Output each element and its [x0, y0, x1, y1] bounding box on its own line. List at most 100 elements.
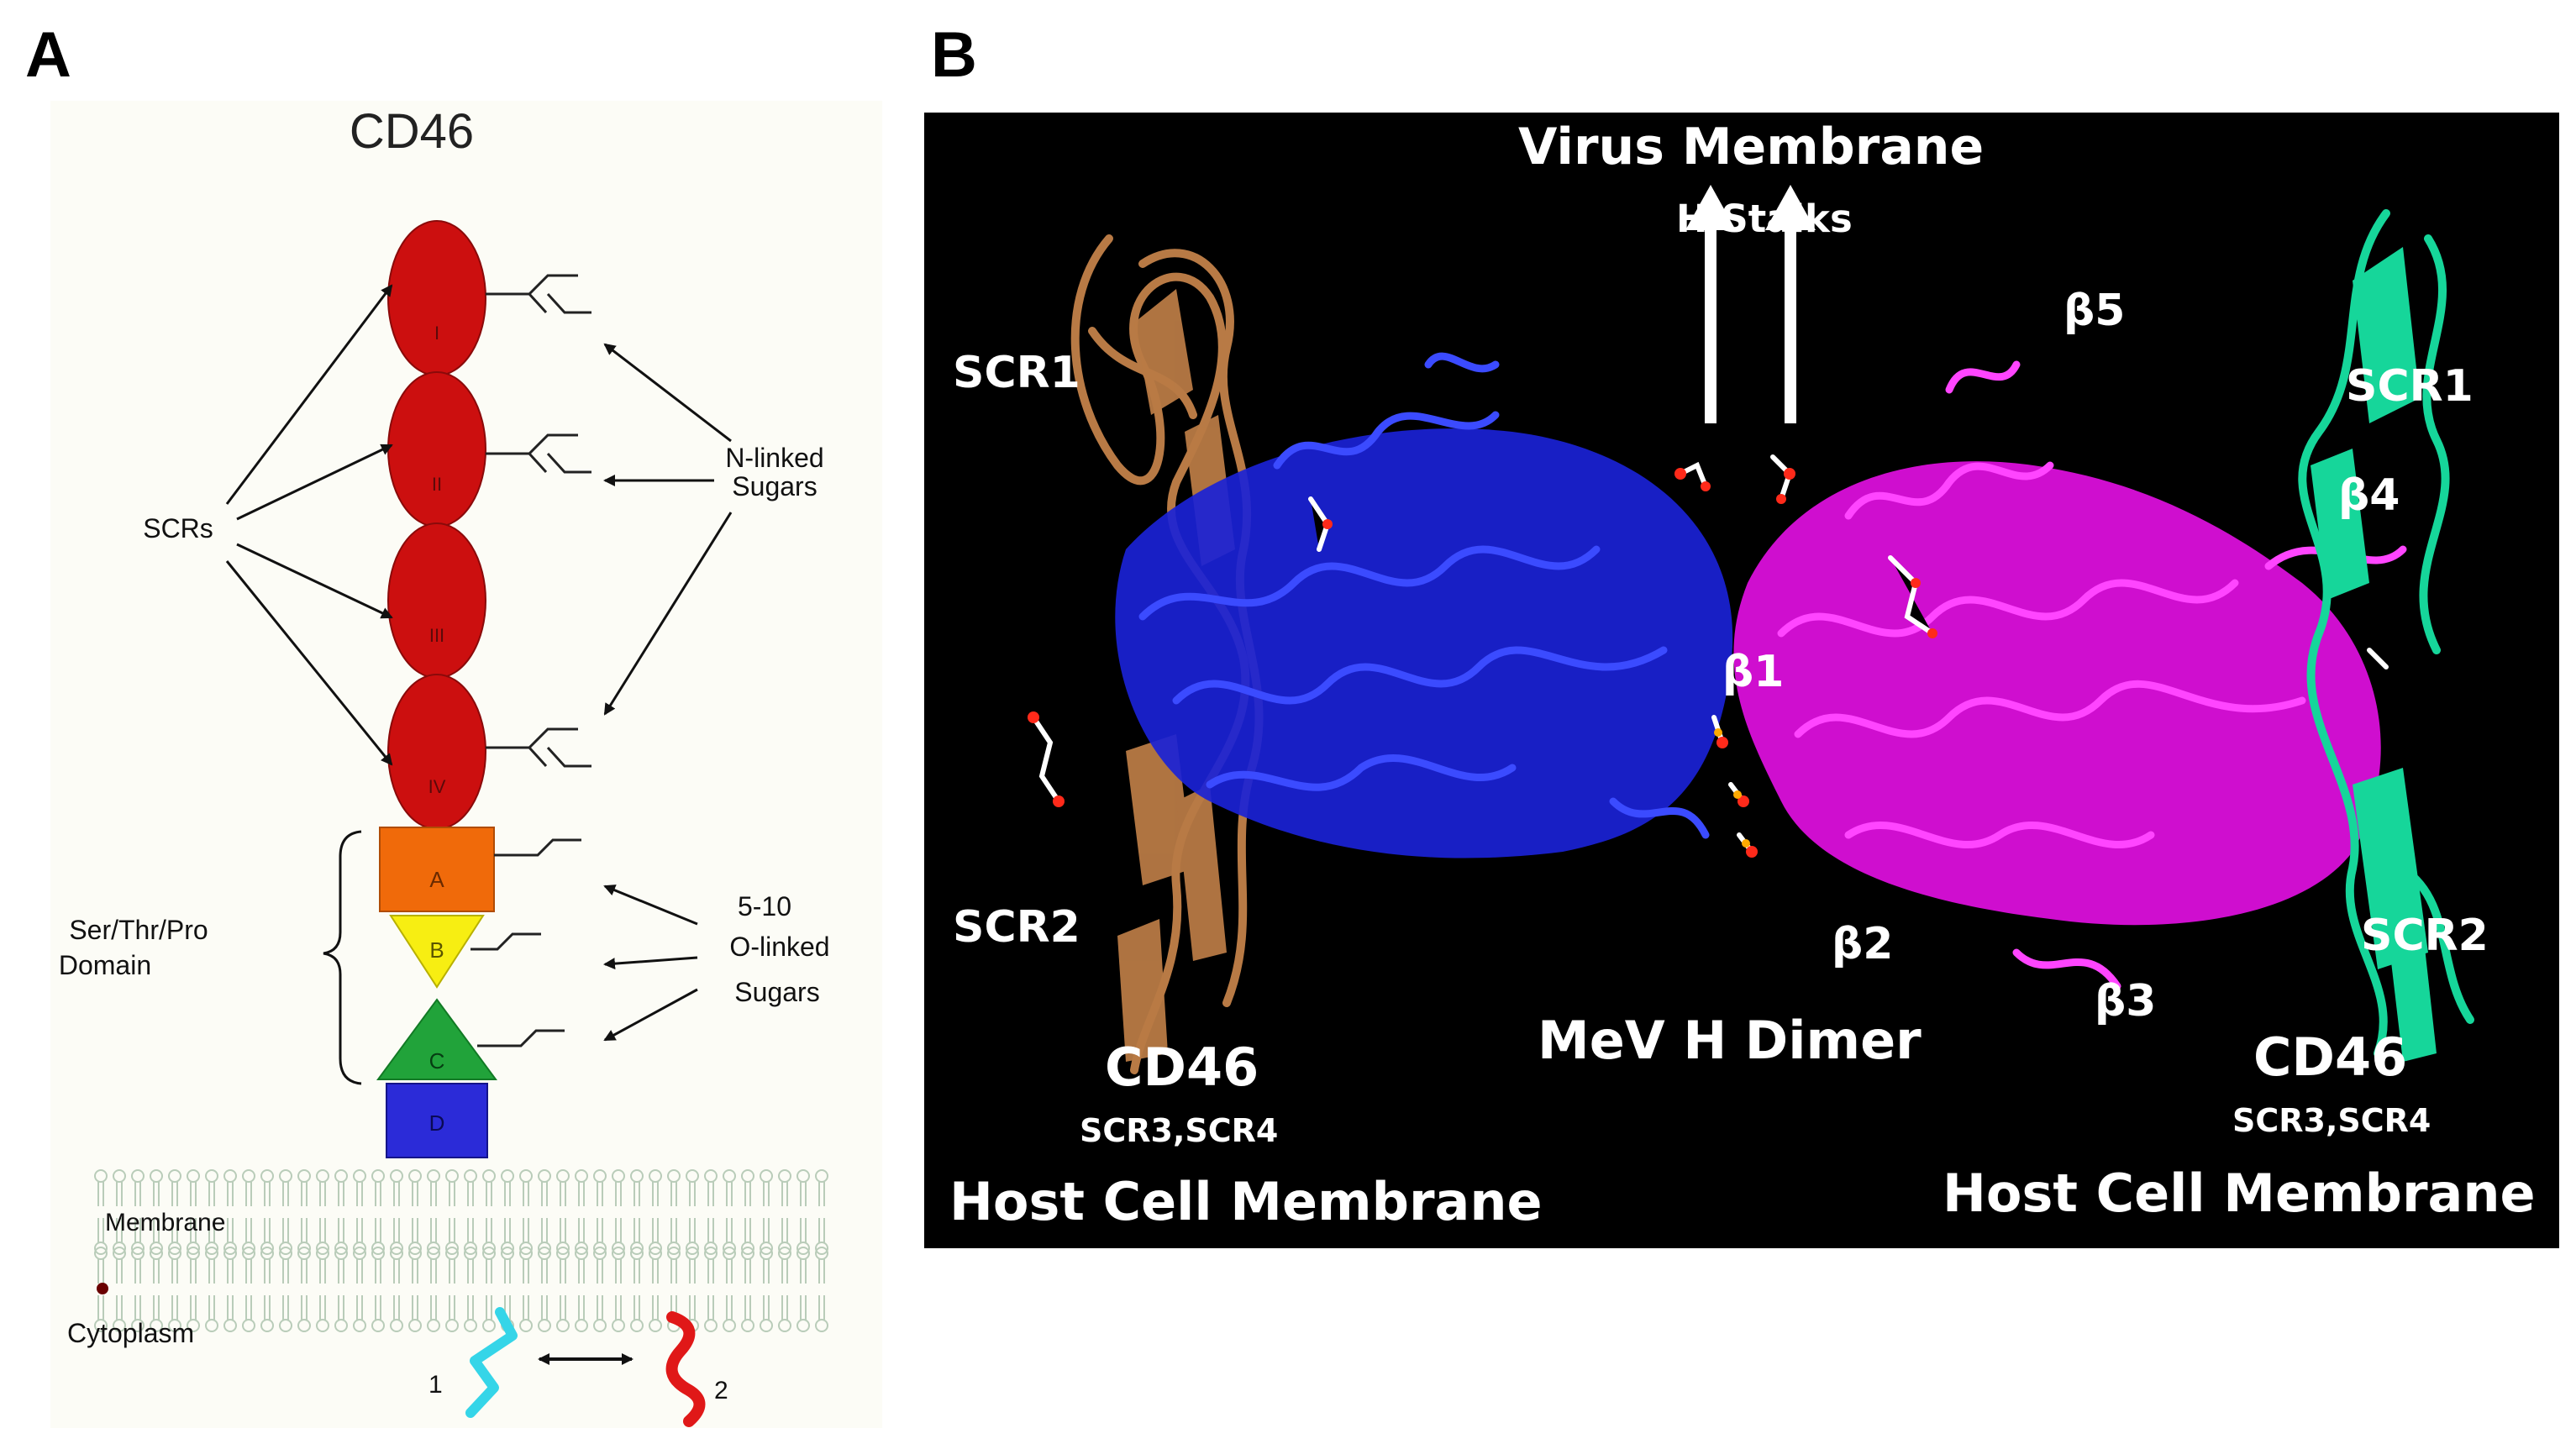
lipid-head — [686, 1169, 699, 1183]
lipid-tail — [467, 1218, 474, 1242]
lipid-tail — [560, 1259, 566, 1284]
scr-domain-i: I — [387, 220, 486, 376]
label-host-cell-membrane-right: Host Cell Membrane — [1943, 1163, 2536, 1224]
stp-letter-a: A — [429, 867, 444, 892]
lipid-tail — [578, 1259, 585, 1284]
lipid-tail — [818, 1182, 825, 1206]
lipid-head — [778, 1319, 791, 1332]
lipid-head — [353, 1169, 366, 1183]
lipid-head — [150, 1247, 163, 1260]
lipid-tail — [97, 1259, 104, 1284]
lipid-tail — [375, 1295, 381, 1320]
lipid-head — [612, 1247, 625, 1260]
label-cd46-left: CD46 — [1105, 1037, 1259, 1098]
lipid-head — [760, 1242, 773, 1255]
n-linked-sugar-glyphs — [486, 274, 591, 768]
lipid-tail — [689, 1182, 696, 1206]
lipid-head — [519, 1242, 533, 1255]
lipid-head — [187, 1319, 200, 1332]
lipid-tail — [301, 1259, 308, 1284]
lipid-head — [686, 1242, 699, 1255]
lipid-head — [760, 1169, 773, 1183]
lipid-head — [778, 1169, 791, 1183]
lipid-head — [223, 1319, 237, 1332]
lipid-tail — [412, 1295, 418, 1320]
lipid-tail — [190, 1259, 197, 1284]
lipid-tail — [541, 1218, 548, 1242]
lipid-head — [556, 1247, 570, 1260]
lipid-head — [704, 1242, 718, 1255]
lipid-tail — [282, 1259, 289, 1284]
lipid-tail — [264, 1182, 271, 1206]
stp-brace — [323, 830, 362, 1085]
lipid-head — [150, 1169, 163, 1183]
lipid-tail — [301, 1218, 308, 1242]
lipid-tail — [541, 1182, 548, 1206]
lipid-tail — [744, 1218, 751, 1242]
lipid-tail — [449, 1182, 455, 1206]
lipid-tail — [171, 1182, 178, 1206]
lipid-head — [796, 1242, 810, 1255]
lipid-tail — [412, 1259, 418, 1284]
lipid-head — [741, 1242, 754, 1255]
lipid-tail — [597, 1182, 603, 1206]
lipid-tail — [282, 1218, 289, 1242]
lipid-tail — [726, 1218, 733, 1242]
lipid-tail — [689, 1259, 696, 1284]
lipid-head — [815, 1247, 828, 1260]
label-scr1-right: SCR1 — [2346, 361, 2473, 412]
mev-h-magenta-monomer — [1733, 360, 2407, 990]
lipid-head — [575, 1247, 588, 1260]
stp-domain-c — [376, 998, 497, 1080]
lipid-head — [741, 1169, 754, 1183]
lipid-tail — [523, 1182, 529, 1206]
lipid-tail — [652, 1182, 659, 1206]
lipid-tail — [726, 1295, 733, 1320]
lipid-head — [94, 1247, 108, 1260]
lipid-tail — [338, 1218, 344, 1242]
lipid-tail — [430, 1218, 437, 1242]
lipid-tail — [134, 1218, 141, 1242]
lipid-head — [778, 1247, 791, 1260]
scr-numeral-i: I — [434, 323, 439, 344]
cytoplasmic-tail-1 — [465, 1307, 518, 1418]
lipid-head — [316, 1247, 329, 1260]
lipid-tail — [153, 1218, 160, 1242]
lipid-tail — [245, 1295, 252, 1320]
lipid-head — [371, 1247, 385, 1260]
scr-domain-iv: IV — [387, 674, 486, 830]
lipid-tail — [523, 1295, 529, 1320]
lipid-tail — [208, 1182, 215, 1206]
lipid-tail — [227, 1259, 234, 1284]
lipid-tail — [393, 1295, 400, 1320]
lipid-head — [630, 1242, 644, 1255]
lipid-tail — [430, 1295, 437, 1320]
lipid-tail — [153, 1182, 160, 1206]
lipid-tail — [116, 1182, 123, 1206]
lipid-head — [113, 1319, 126, 1332]
lipid-head — [519, 1247, 533, 1260]
lipid-tail — [670, 1259, 677, 1284]
lipid-tail — [338, 1295, 344, 1320]
label-o-linked: O-linked — [729, 932, 829, 962]
lipid-head — [408, 1242, 422, 1255]
h-stalk-arrows — [1685, 185, 1816, 423]
lipid-head — [131, 1319, 145, 1332]
lipid-head — [260, 1319, 274, 1332]
lipid-head — [556, 1242, 570, 1255]
lipid-head — [723, 1319, 736, 1332]
label-cytoplasm: Cytoplasm — [67, 1318, 194, 1348]
lipid-head — [297, 1242, 311, 1255]
lipid-head — [723, 1242, 736, 1255]
lipid-tail — [171, 1259, 178, 1284]
lipid-head — [371, 1319, 385, 1332]
lipid-tail — [560, 1295, 566, 1320]
lipid-head — [168, 1169, 181, 1183]
lipid-head — [408, 1319, 422, 1332]
lipid-head — [686, 1247, 699, 1260]
lipid-tail — [615, 1182, 622, 1206]
lipid-head — [427, 1242, 440, 1255]
lipid-tail — [615, 1259, 622, 1284]
lipid-tail — [707, 1259, 714, 1284]
lipid-head — [519, 1169, 533, 1183]
